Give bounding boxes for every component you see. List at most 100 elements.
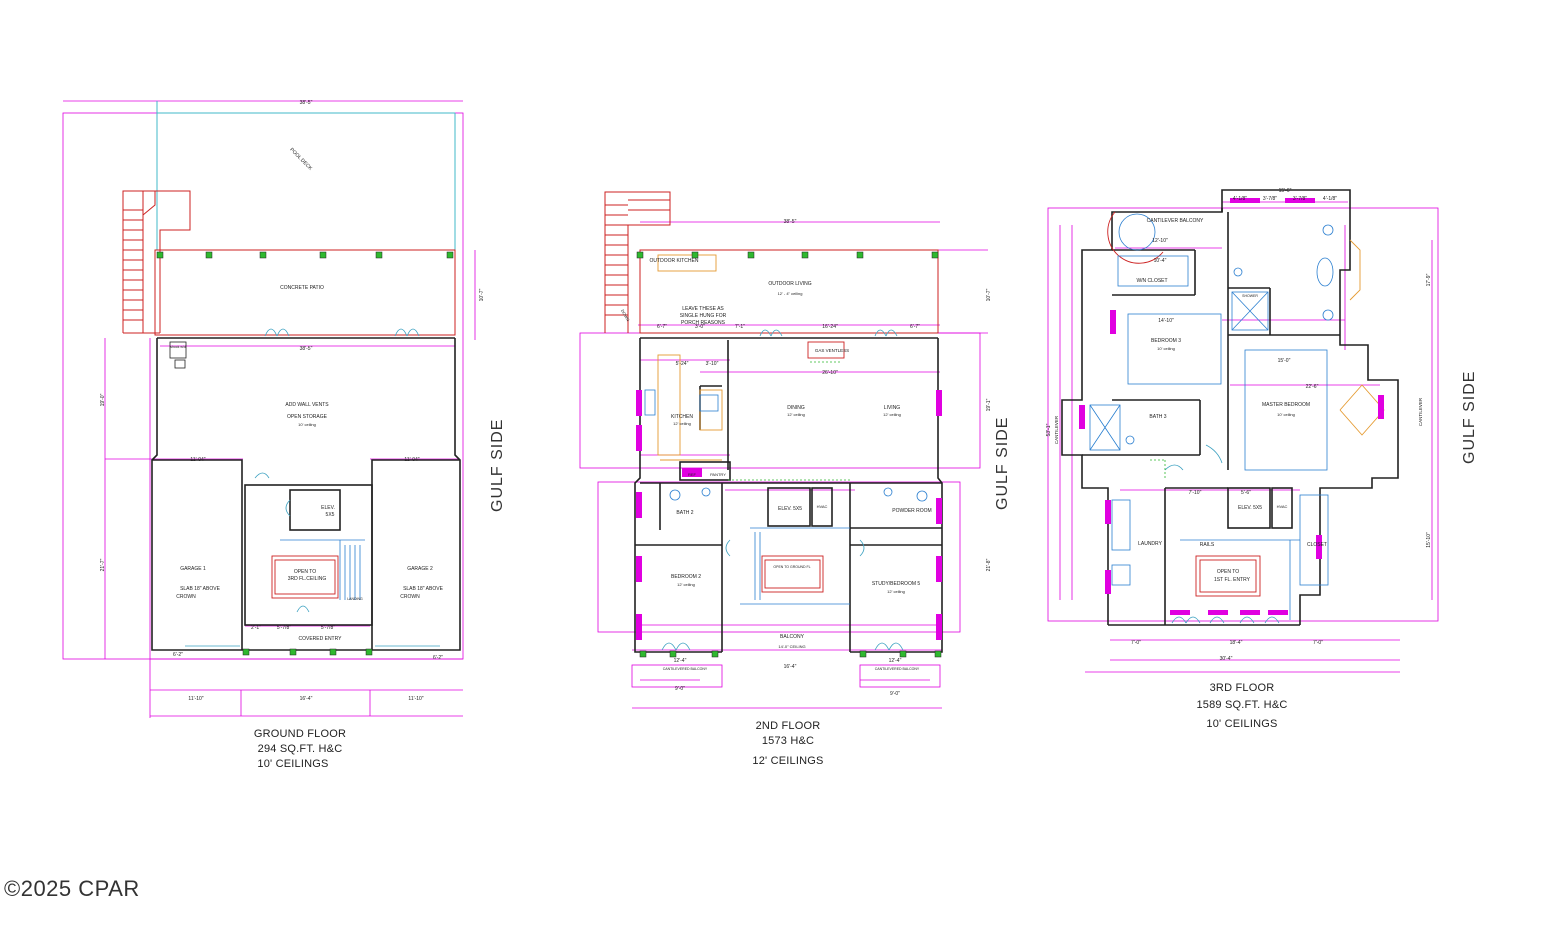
dim-mid: 38'-5" bbox=[300, 346, 313, 352]
dim2-right2: 19'-1" bbox=[986, 398, 992, 411]
dim-bot-right: 11'-10" bbox=[408, 696, 423, 702]
third-floor-area: 1589 SQ.FT. H&C bbox=[1196, 699, 1288, 711]
ceiling-label: 10' ceiling bbox=[298, 422, 316, 427]
bath2-label: BATH 2 bbox=[676, 510, 693, 516]
landing-label: LANDING bbox=[347, 597, 363, 601]
dining-ceiling: 12' ceiling bbox=[787, 412, 805, 417]
dim-bot-mid: 16'-4" bbox=[300, 696, 313, 702]
gulf-side-label-2: GULF SIDE bbox=[994, 416, 1011, 510]
hvac3-label: HVAC bbox=[1277, 504, 1288, 509]
leave-these-label: LEAVE THESE AS bbox=[682, 306, 724, 312]
dim3-bot2: 18'-4" bbox=[1230, 640, 1243, 646]
dim-top: 38'-5" bbox=[300, 100, 313, 106]
open-storage-label: OPEN STORAGE bbox=[287, 414, 328, 420]
dim3-k: 5'-6" bbox=[1241, 490, 1251, 496]
dim3-bot1: 7'-0" bbox=[1131, 640, 1141, 646]
garage2-slab-label: SLAB 18" ABOVE bbox=[403, 586, 444, 592]
second-floor-title: 2ND FLOOR bbox=[755, 720, 821, 732]
dim3-j: 7'-10" bbox=[1189, 490, 1202, 496]
gulf-side-label-3: GULF SIDE bbox=[1461, 370, 1478, 464]
living-ceiling: 12' ceiling bbox=[883, 412, 901, 417]
gulf-side-label-1: GULF SIDE bbox=[489, 418, 506, 512]
open-to-3-label: OPEN TO bbox=[1217, 569, 1239, 575]
hvac2-label: HVAC bbox=[817, 504, 828, 509]
cant-balcony-label: CANTILEVER BALCONY bbox=[1147, 218, 1204, 224]
dim3-b: 3'-7/8" bbox=[1263, 196, 1277, 202]
dim-g1-door: 6'-2" bbox=[173, 652, 183, 658]
dim3-a: 4'-1/8" bbox=[1233, 196, 1247, 202]
covered-entry-label: COVERED ENTRY bbox=[299, 636, 343, 642]
pantry-label: PANTRY bbox=[710, 472, 726, 477]
copyright-watermark: ©2025 CPAR bbox=[4, 876, 140, 901]
dim-right-patio: 10'-7" bbox=[479, 288, 485, 301]
elev-label: ELEV. bbox=[321, 505, 335, 511]
first-fl-label: 1ST FL. ENTRY bbox=[1214, 577, 1251, 583]
dim2-e: 6'-7" bbox=[910, 324, 920, 330]
cantilever-right: CANTILEVER bbox=[1418, 397, 1423, 426]
dim2-bal-w: 16'-4" bbox=[784, 664, 797, 670]
dim3-left: 53'-1" bbox=[1046, 423, 1052, 436]
third-fl-label: 3RD FL.CEILING bbox=[288, 576, 327, 582]
powder-label: POWDER ROOM bbox=[892, 508, 931, 514]
ground-floor-area: 294 SQ.FT. H&C bbox=[257, 743, 343, 755]
dim2-d: 16'-24" bbox=[822, 324, 838, 330]
bedroom3-ceiling: 10' ceiling bbox=[1157, 346, 1175, 351]
dim-garage2: 11'-04" bbox=[404, 457, 419, 463]
third-floor-caption: 3RD FLOOR 1589 SQ.FT. H&C 10' CEILINGS bbox=[1172, 681, 1312, 732]
dim2-a: 6'-7" bbox=[657, 324, 667, 330]
ground-floor-title: GROUND FLOOR bbox=[253, 728, 347, 740]
elev-size-label: 5X5 bbox=[326, 512, 335, 518]
open-to-label: OPEN TO bbox=[294, 569, 316, 575]
single-hung-label: SINGLE HUNG FOR bbox=[680, 313, 727, 319]
pool-deck-label: POOL DECK bbox=[288, 147, 313, 172]
bath3-label: BATH 3 bbox=[1149, 414, 1166, 420]
kitchen-ceiling: 12' ceiling bbox=[673, 421, 691, 426]
dim-left-lower: 21'-7" bbox=[100, 558, 106, 571]
cant-balcony-left: CANTILEVERED BALCONY bbox=[663, 667, 708, 671]
garage1-slab-label: SLAB 18" ABOVE bbox=[180, 586, 221, 592]
dining-label: DINING bbox=[787, 405, 805, 411]
master-ceiling: 10' ceiling bbox=[1277, 412, 1295, 417]
gas-vent-label: GAS VENTLESS bbox=[815, 348, 849, 353]
wi-closet-label: W/N CLOSET bbox=[1136, 278, 1167, 284]
dim3-top: 15'-6" bbox=[1279, 188, 1292, 194]
dim2-bot-l: 9'-0" bbox=[675, 686, 685, 692]
dim2-top: 38'-5" bbox=[784, 219, 797, 225]
dim2-h: 3'-10" bbox=[706, 361, 719, 367]
third-floor-plan: CANTILEVER BALCONY W/N CLOSET BEDROOM 3 … bbox=[1046, 188, 1439, 673]
dim-entry-b: 5'-7/8" bbox=[277, 625, 291, 631]
balcony-ceiling: 14'-0" CEILING bbox=[778, 644, 805, 649]
dim2-right3: 21'-8" bbox=[986, 558, 992, 571]
ground-floor-ceilings: 10' CEILINGS bbox=[257, 758, 329, 770]
outdoor-kitchen-label: OUTDOOR KITCHEN bbox=[650, 258, 699, 264]
dim3-h: 15'-0" bbox=[1278, 358, 1291, 364]
ground-floor-plan: POOL DECK CONCRETE PATIO ADD WALL VENTS … bbox=[62, 100, 485, 718]
dim2-g: 5'-24" bbox=[676, 361, 689, 367]
dim3-bot3: 7'-0" bbox=[1313, 640, 1323, 646]
cantilever-left: CANTILEVER bbox=[1054, 415, 1059, 444]
shock-label: shock w/d bbox=[170, 345, 186, 349]
dim2-bal-l: 12'-4" bbox=[674, 658, 687, 664]
kitchen-label: KITCHEN bbox=[671, 414, 693, 420]
ref-label: REF bbox=[688, 472, 697, 477]
dim2-bal-r: 12'-4" bbox=[889, 658, 902, 664]
laundry-label: LAUNDRY bbox=[1138, 541, 1162, 547]
dim-left: 19'-0" bbox=[100, 393, 106, 406]
dim2-c: 7'-1" bbox=[735, 324, 745, 330]
down-label: DOWN bbox=[620, 309, 631, 323]
dim2-bot-r: 9'-0" bbox=[890, 691, 900, 697]
dim-garage1: 11'-04" bbox=[190, 457, 205, 463]
third-floor-ceilings: 10' CEILINGS bbox=[1206, 718, 1278, 730]
ground-floor-caption: GROUND FLOOR 294 SQ.FT. H&C 10' CEILINGS bbox=[230, 727, 370, 772]
dim3-right2: 15'-10" bbox=[1426, 532, 1432, 548]
elev2-label: ELEV. 5X5 bbox=[778, 506, 802, 512]
garage1-crown-label: CROWN bbox=[176, 594, 196, 600]
second-floor-area: 1573 H&C bbox=[761, 735, 815, 747]
dim3-total: 30'-4" bbox=[1220, 656, 1233, 662]
third-floor-title: 3RD FLOOR bbox=[1209, 682, 1275, 694]
garage1-label: GARAGE 1 bbox=[180, 566, 206, 572]
outdoor-living-label: OUTDOOR LIVING bbox=[768, 281, 811, 287]
living-label: LIVING bbox=[884, 405, 901, 411]
garage2-crown-label: CROWN bbox=[400, 594, 420, 600]
